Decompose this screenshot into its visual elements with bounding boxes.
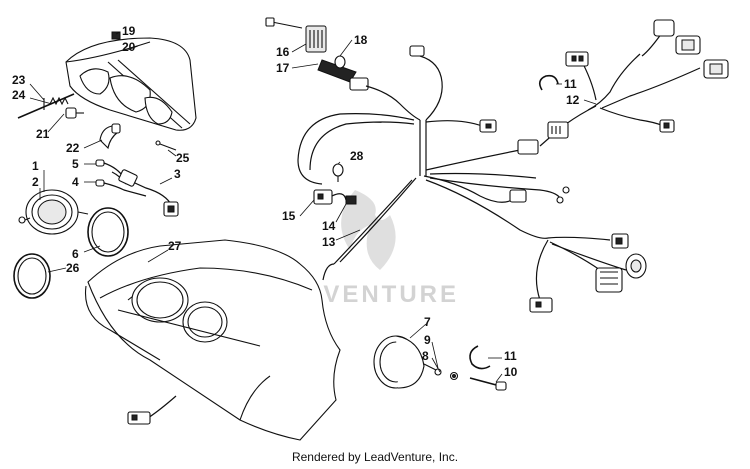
relay-part-16-17-18 [265,17,357,83]
callout-4: 4 [72,175,79,189]
callout-10: 10 [504,365,518,379]
callout-17: 17 [276,61,290,75]
callout-28: 28 [350,149,364,163]
cable-part-10 [469,377,507,391]
callout-5: 5 [72,157,79,171]
callout-16: 16 [276,45,290,59]
gauge-hardware-part-8-9 [434,368,459,381]
gauge-ring-part-6 [87,207,129,257]
callout-26: 26 [66,261,80,275]
headlight-assembly [17,31,197,151]
callout-27: 27 [168,239,182,253]
callout-14: 14 [322,219,336,233]
callout-labels: 19 20 23 24 21 22 25 1 2 5 4 3 6 26 27 1… [12,24,580,379]
speedometer-gauge [18,189,89,235]
bulb-part-21 [65,107,84,119]
callout-7: 7 [424,315,431,329]
callout-12: 12 [566,93,580,107]
callout-15: 15 [282,209,296,223]
handlebar-harness-part-12 [547,19,729,139]
callout-22: 22 [66,141,80,155]
callout-18: 18 [354,33,368,47]
footer-credit: Rendered by LeadVenture, Inc. [291,450,459,464]
callout-24: 24 [12,88,26,102]
spring-part-25 [155,140,177,151]
main-wire-harness-part-13 [297,45,647,313]
bulb-part-28 [332,163,344,182]
callout-9: 9 [424,333,431,347]
callout-23: 23 [12,73,26,87]
callout-25: 25 [176,151,190,165]
callout-2: 2 [32,175,39,189]
callout-6: 6 [72,247,79,261]
bulb-part-22 [99,123,121,150]
dash-hood-part-27 [84,239,341,441]
callout-19: 19 [122,24,136,38]
leader-lines [29,31,597,383]
callout-1: 1 [32,159,39,173]
gauge-ring-part-26 [13,253,51,299]
callout-11-lower: 11 [504,349,517,363]
callout-11-upper: 11 [564,77,577,91]
gauge-harness-part-3 [95,159,179,217]
callout-20: 20 [122,40,136,54]
callout-3: 3 [174,167,181,181]
callout-8: 8 [422,349,429,363]
clip-part-11-upper [538,74,559,91]
clip-part-11-lower [469,345,491,370]
callout-13: 13 [322,235,336,249]
callout-21: 21 [36,127,50,141]
